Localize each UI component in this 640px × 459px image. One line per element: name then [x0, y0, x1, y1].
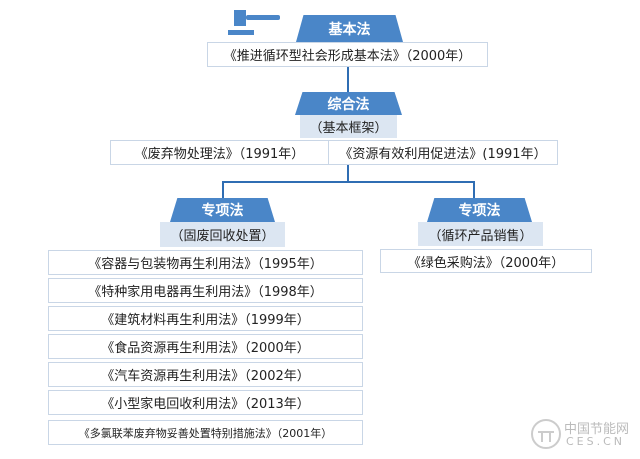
comprehensive-law-subtitle: （基本框架）	[300, 115, 397, 138]
comprehensive-law-item: 《资源有效利用促进法》(1991年）	[328, 140, 558, 165]
gavel-icon	[228, 10, 280, 35]
special-law-left-item: 《特种家用电器再生利用法》（1998年）	[48, 278, 363, 303]
comprehensive-law-item: 《废弃物处理法》（1991年）	[110, 140, 329, 165]
special-law-left-item: 《容器与包装物再生利用法》（1995年）	[48, 250, 363, 275]
special-law-left-item: 《食品资源再生利用法》（2000年）	[48, 334, 363, 359]
special-law-right-header: 专项法	[427, 198, 532, 222]
connector	[347, 165, 349, 183]
special-law-right-item: 《绿色采购法》（2000年）	[380, 249, 592, 273]
basic-law-item: 《推进循环型社会形成基本法》（2000年）	[207, 42, 488, 67]
basic-law-header: 基本法	[296, 15, 403, 42]
connector	[222, 181, 224, 198]
connector	[347, 67, 349, 92]
special-law-left-header: 专项法	[170, 198, 275, 222]
watermark-emblem-icon	[531, 419, 561, 449]
watermark-cn: 中国节能网	[564, 422, 630, 437]
special-law-right-subtitle: （循环产品销售）	[418, 222, 543, 246]
special-law-left-item: 《小型家电回收利用法》（2013年）	[48, 390, 363, 415]
special-law-left-item: 《多氯联苯废弃物妥善处置特别措施法》（2001年）	[48, 420, 363, 445]
special-law-left-item: 《建筑材料再生利用法》（1999年）	[48, 306, 363, 331]
special-law-left-item: 《汽车资源再生利用法》（2002年）	[48, 362, 363, 387]
comprehensive-law-header: 综合法	[295, 92, 402, 115]
watermark-en: CES.CN	[566, 435, 626, 448]
connector	[222, 181, 475, 183]
watermark-logo: 中国节能网 CES.CN	[530, 418, 635, 452]
connector	[473, 181, 475, 198]
special-law-left-subtitle: （固废回收处置）	[160, 222, 285, 247]
